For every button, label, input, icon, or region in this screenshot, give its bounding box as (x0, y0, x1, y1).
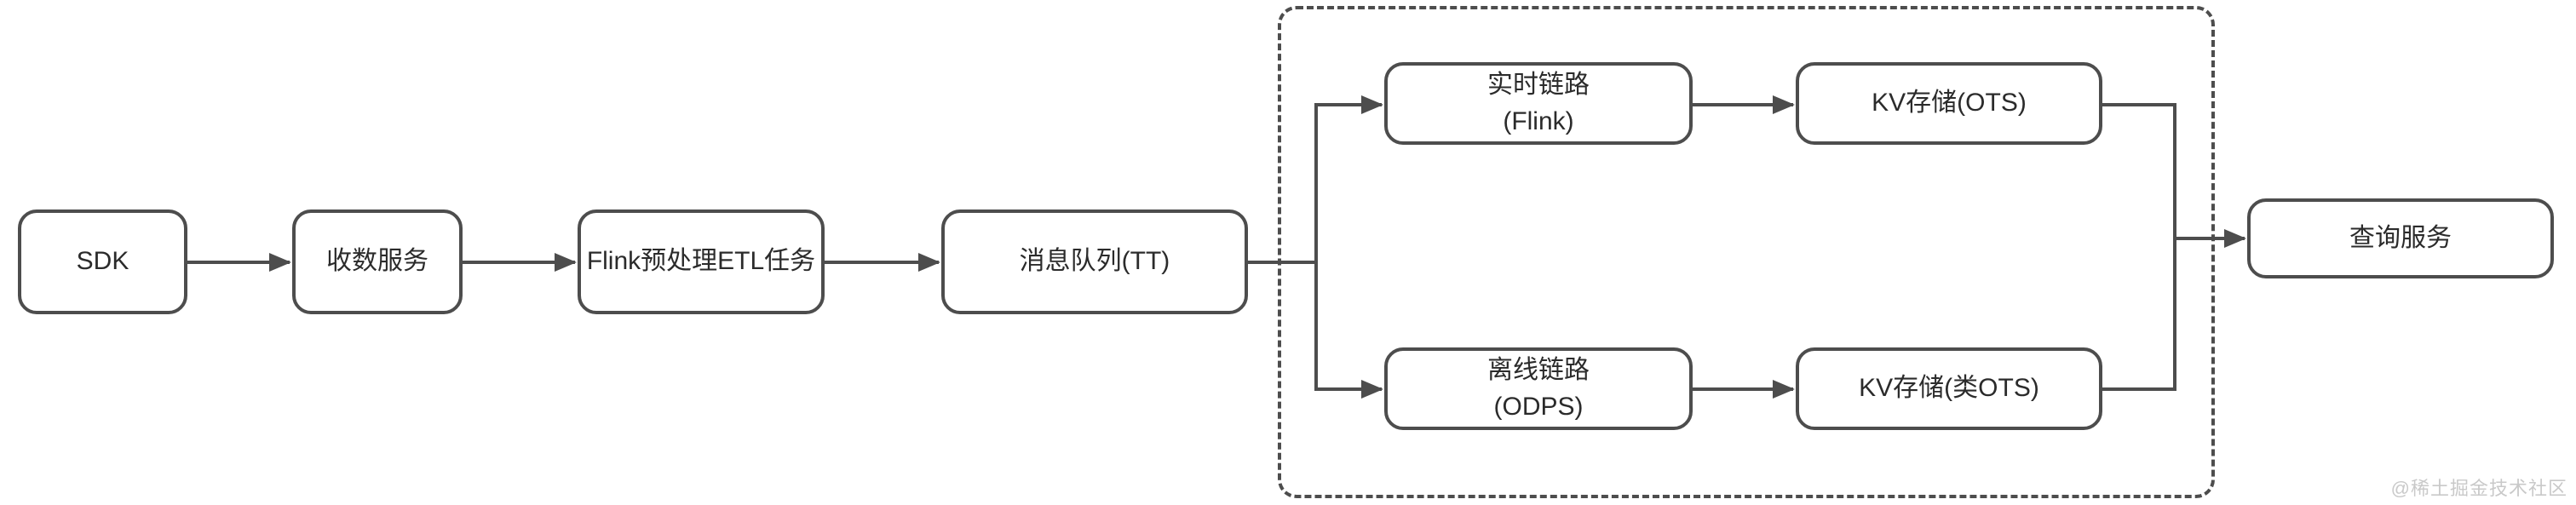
node-message-queue-label: 消息队列(TT) (1019, 247, 1170, 276)
node-flink-etl: Flink预处理ETL任务 (578, 209, 825, 314)
node-offline-link-label-line1: 离线链路 (1487, 356, 1590, 384)
node-flink-etl-label: Flink预处理ETL任务 (586, 247, 816, 276)
node-sdk: SDK (18, 209, 187, 314)
node-message-queue: 消息队列(TT) (941, 209, 1248, 314)
node-query-service-label: 查询服务 (2349, 223, 2452, 252)
node-kv-store-ots-like-label: KV存储(类OTS) (1859, 374, 2039, 403)
node-offline-link: 离线链路 (ODPS) (1384, 347, 1693, 430)
node-offline-link-label-line2: (ODPS) (1493, 392, 1584, 421)
node-realtime-link-label-line1: 实时链路 (1487, 71, 1590, 99)
watermark-text: @稀土掘金技术社区 (2390, 478, 2567, 499)
node-kv-store-ots: KV存储(OTS) (1796, 62, 2102, 145)
node-realtime-link: 实时链路 (Flink) (1384, 62, 1693, 145)
node-collect-service: 收数服务 (292, 209, 463, 314)
dashed-group-container (1278, 6, 2215, 498)
node-collect-service-label: 收数服务 (326, 247, 428, 276)
node-kv-store-ots-label: KV存储(OTS) (1872, 89, 2027, 118)
node-kv-store-ots-like: KV存储(类OTS) (1796, 347, 2102, 430)
node-realtime-link-label-line2: (Flink) (1503, 106, 1574, 135)
node-sdk-label: SDK (76, 247, 129, 276)
node-query-service: 查询服务 (2247, 198, 2554, 278)
